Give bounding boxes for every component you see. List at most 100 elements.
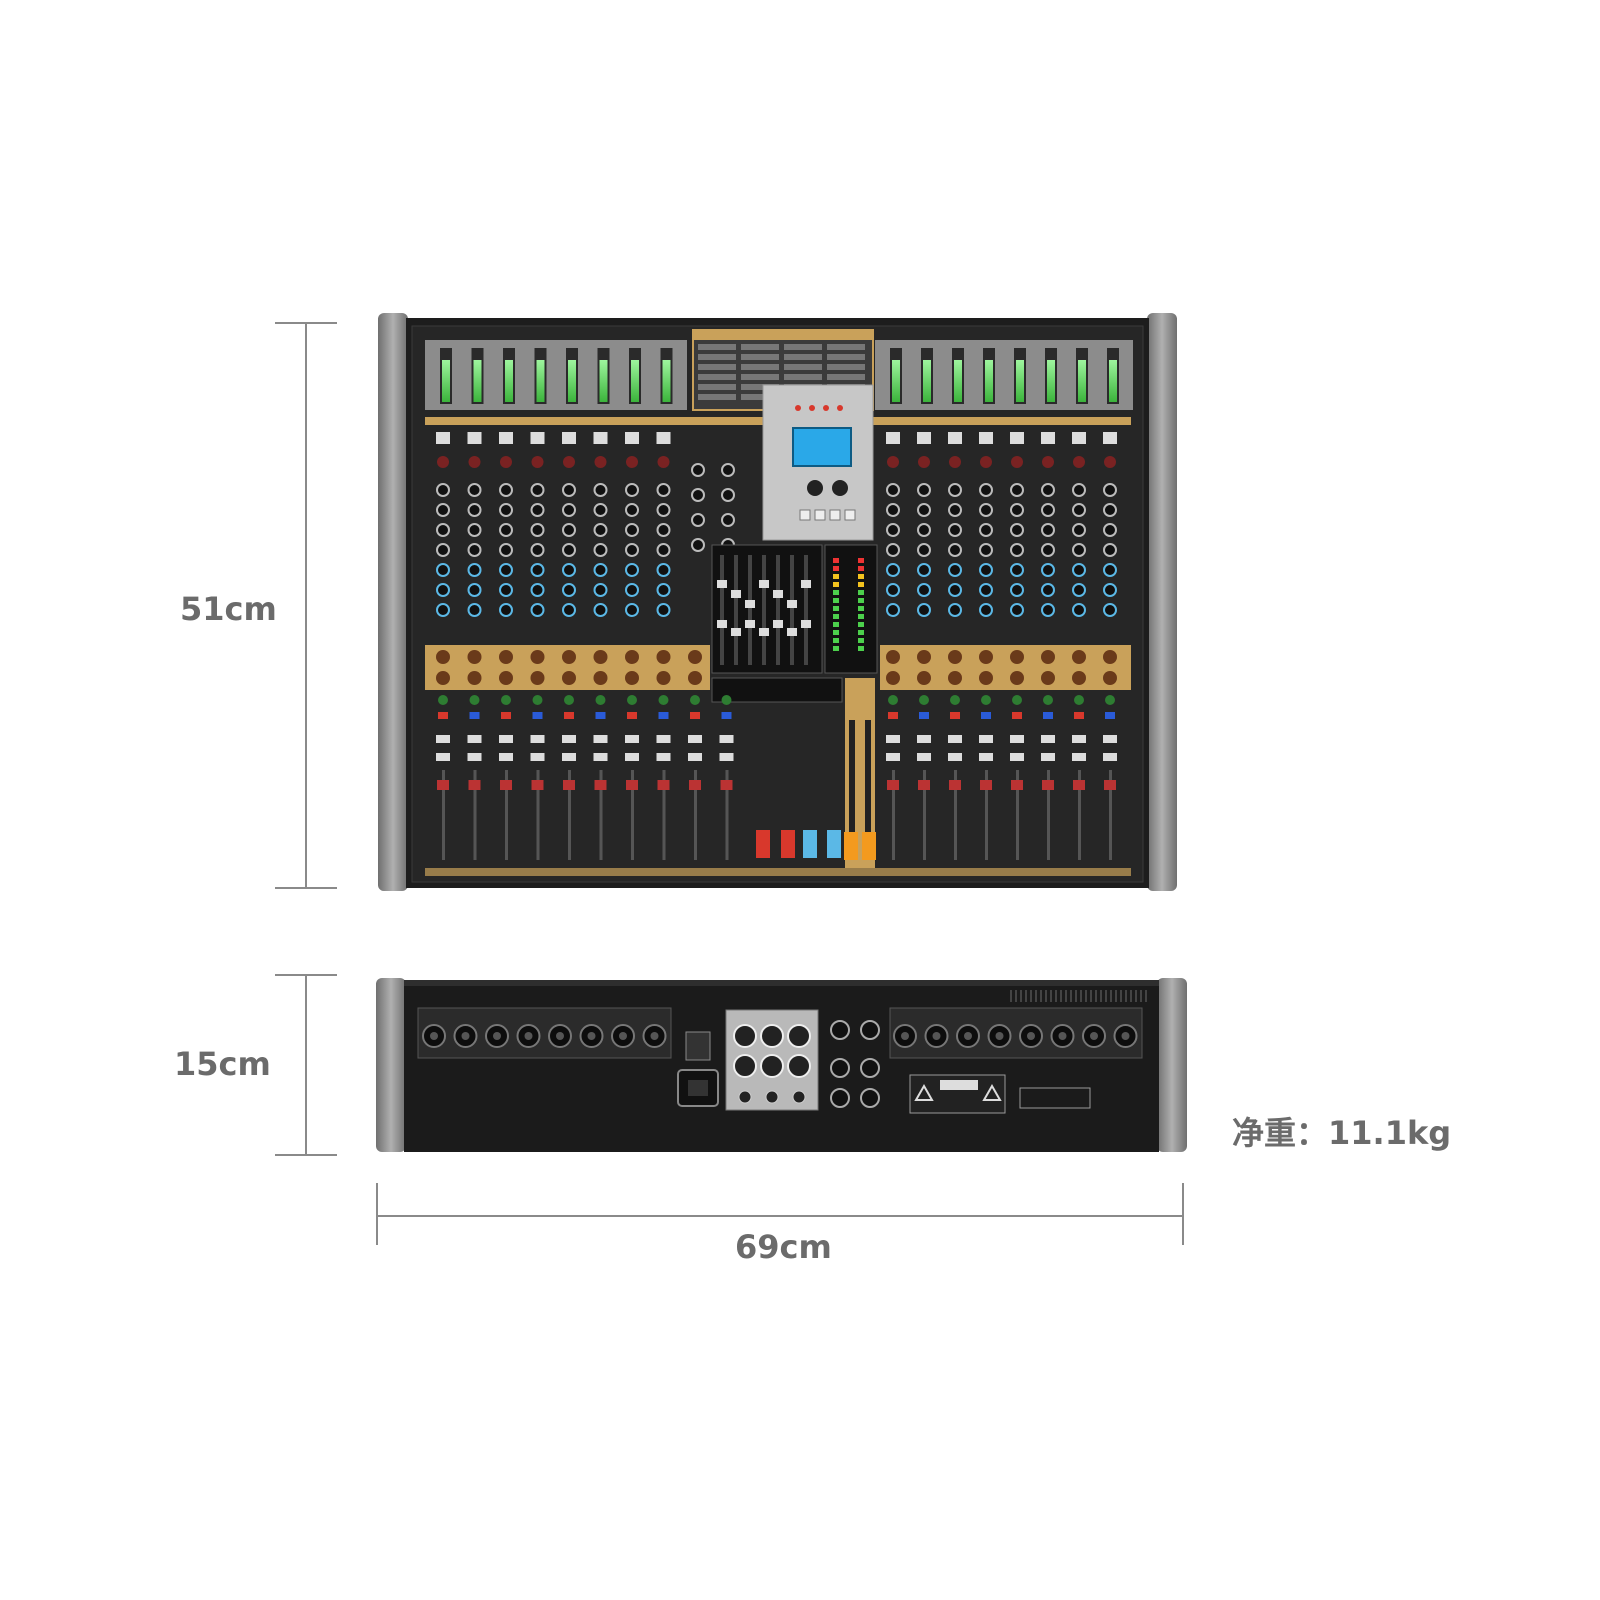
media-led bbox=[809, 405, 815, 411]
eq-knob bbox=[979, 583, 993, 597]
mute-button bbox=[690, 712, 700, 719]
pan-knob bbox=[1012, 695, 1022, 705]
eq-slider-cap bbox=[731, 590, 741, 598]
mute-button bbox=[919, 712, 929, 719]
eq-knob bbox=[979, 503, 993, 517]
right-side-panel bbox=[1147, 313, 1177, 891]
width-label: 69cm bbox=[735, 1228, 832, 1266]
fader-cap bbox=[918, 780, 930, 790]
level-led bbox=[858, 598, 864, 603]
eq-knob bbox=[1041, 523, 1055, 537]
channel-button bbox=[948, 432, 962, 444]
eq-knob bbox=[1103, 523, 1117, 537]
mute-button bbox=[1012, 712, 1022, 719]
eq-knob bbox=[1103, 583, 1117, 597]
eq-slider-cap bbox=[759, 580, 769, 588]
select-button bbox=[1103, 753, 1117, 761]
gain-knob bbox=[594, 456, 607, 468]
aux-knob bbox=[625, 650, 639, 664]
rear-jack bbox=[860, 1058, 880, 1078]
eq-knob bbox=[979, 563, 993, 577]
solo-button bbox=[530, 735, 545, 743]
eq-knob bbox=[948, 563, 962, 577]
level-led bbox=[858, 630, 864, 635]
select-button bbox=[499, 753, 513, 761]
stereo-knob bbox=[721, 513, 735, 527]
eq-knob bbox=[1041, 563, 1055, 577]
level-led bbox=[858, 646, 864, 651]
select-button bbox=[886, 753, 900, 761]
media-button bbox=[829, 509, 841, 521]
gain-knob bbox=[437, 456, 449, 468]
eq-slider-track bbox=[748, 555, 752, 665]
left-meter-bay bbox=[425, 340, 687, 410]
eq-knob bbox=[1103, 503, 1117, 517]
select-button bbox=[530, 753, 545, 761]
channel-button bbox=[436, 432, 450, 444]
channel-faders bbox=[436, 695, 1117, 860]
left-channel-meters bbox=[440, 348, 673, 404]
eq-knob bbox=[593, 563, 608, 577]
eq-slider-track bbox=[762, 555, 766, 665]
vent-slot bbox=[1055, 990, 1057, 1002]
channel-button bbox=[656, 432, 671, 444]
eq-knob bbox=[979, 483, 993, 497]
aux-knob bbox=[1103, 671, 1117, 685]
fader-track bbox=[631, 770, 634, 860]
vent-slot bbox=[1065, 990, 1067, 1002]
level-led bbox=[858, 614, 864, 619]
solo-button bbox=[1041, 735, 1055, 743]
fader-track bbox=[1109, 770, 1112, 860]
eq-knob bbox=[562, 583, 576, 597]
gain-knob bbox=[1104, 456, 1116, 468]
width-dimension-line bbox=[377, 1215, 1183, 1217]
dsp-row bbox=[827, 344, 865, 350]
solo-button bbox=[948, 735, 962, 743]
select-button bbox=[1010, 753, 1024, 761]
eq-knob bbox=[436, 583, 450, 597]
aux-knob bbox=[1010, 650, 1024, 664]
eq-knob bbox=[625, 583, 639, 597]
meter-bar bbox=[662, 360, 671, 402]
eq-knob bbox=[499, 523, 513, 537]
media-button bbox=[844, 509, 856, 521]
eq-slider-cap bbox=[773, 620, 783, 628]
gain-knob bbox=[468, 456, 481, 468]
fader-track bbox=[442, 770, 445, 860]
eq-knob bbox=[1010, 603, 1024, 617]
eq-knob bbox=[886, 563, 900, 577]
eq-knob bbox=[1072, 583, 1086, 597]
fader-cap bbox=[626, 780, 638, 790]
aux-knob bbox=[530, 650, 545, 664]
eq-knob bbox=[979, 523, 993, 537]
select-button bbox=[948, 753, 962, 761]
eq-knob bbox=[886, 543, 900, 557]
eq-knob bbox=[530, 603, 545, 617]
media-button bbox=[814, 509, 826, 521]
level-led bbox=[858, 590, 864, 595]
pan-knob bbox=[627, 695, 637, 705]
right-meter-bay bbox=[875, 340, 1133, 410]
rear-rca-jacks bbox=[830, 1020, 880, 1108]
pan-knob bbox=[595, 695, 606, 705]
pan-knob bbox=[1105, 695, 1115, 705]
level-led bbox=[858, 606, 864, 611]
dsp-row bbox=[741, 374, 779, 380]
select-button bbox=[917, 753, 931, 761]
media-led bbox=[823, 405, 829, 411]
aux-knob bbox=[948, 650, 962, 664]
pan-knob bbox=[438, 695, 448, 705]
eq-knob bbox=[1072, 603, 1086, 617]
eq-knob bbox=[467, 483, 482, 497]
vent-slot bbox=[1030, 990, 1032, 1002]
channel-button bbox=[562, 432, 576, 444]
eq-knob bbox=[499, 503, 513, 517]
eq-knob bbox=[499, 603, 513, 617]
eq-knob bbox=[948, 523, 962, 537]
level-led bbox=[858, 582, 864, 587]
gain-knob bbox=[1011, 456, 1023, 468]
gain-knob bbox=[918, 456, 930, 468]
aux-knob bbox=[593, 650, 608, 664]
eq-slider-cap bbox=[717, 620, 727, 628]
eq-knob bbox=[917, 523, 931, 537]
